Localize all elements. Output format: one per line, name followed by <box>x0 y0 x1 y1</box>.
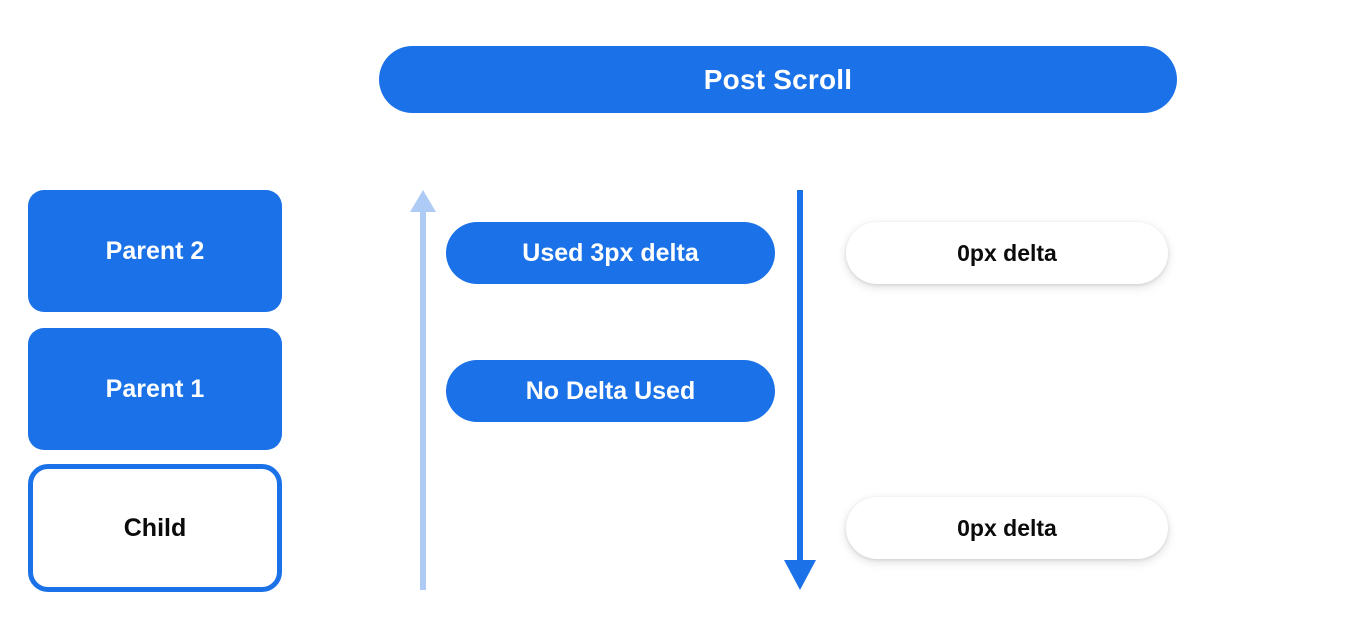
middle-pill-no-delta-used: No Delta Used <box>446 360 775 422</box>
middle-pill-used-3px-delta-label: Used 3px delta <box>522 238 699 267</box>
middle-pill-used-3px-delta: Used 3px delta <box>446 222 775 284</box>
stack-box-parent-2: Parent 2 <box>28 190 282 312</box>
header-title: Post Scroll <box>703 63 853 95</box>
stack-box-parent-1: Parent 1 <box>28 328 282 450</box>
arrow-up-icon <box>410 190 436 590</box>
right-pill-delta-top-label: 0px delta <box>957 239 1057 266</box>
stack-box-parent-1-label: Parent 1 <box>105 374 205 403</box>
right-pill-delta-bottom: 0px delta <box>846 497 1168 559</box>
header-post-scroll: Post Scroll <box>379 46 1177 113</box>
right-pill-delta-top: 0px delta <box>846 222 1168 284</box>
right-pill-delta-bottom-label: 0px delta <box>957 514 1057 541</box>
stack-box-child-label: Child <box>123 513 187 542</box>
stack-box-child: Child <box>28 464 282 592</box>
middle-pill-no-delta-used-label: No Delta Used <box>525 376 696 405</box>
arrow-down-icon <box>784 190 816 590</box>
stack-box-parent-2-label: Parent 2 <box>105 236 205 265</box>
